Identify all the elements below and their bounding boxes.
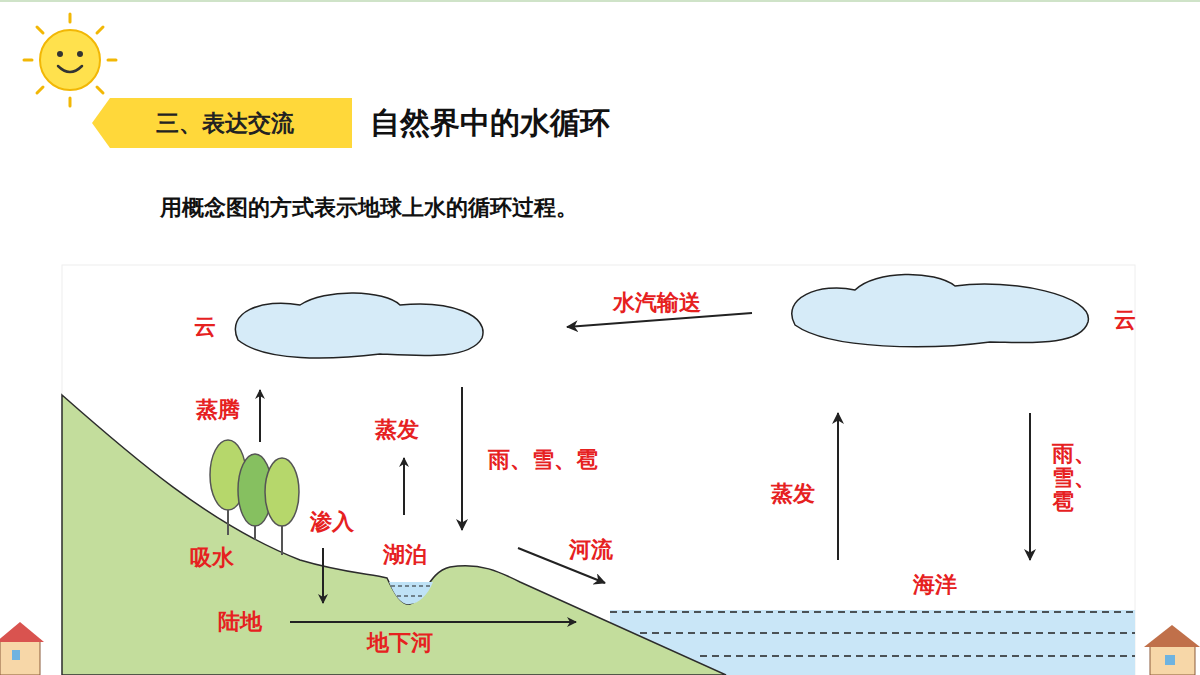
place-label: 陆地 xyxy=(218,607,262,637)
flow-arrow xyxy=(837,413,839,560)
lake-lines xyxy=(391,586,431,596)
ocean-band: 海洋 xyxy=(610,610,1135,675)
node-label: 海洋 xyxy=(913,570,957,600)
process-label: 蒸发 xyxy=(375,415,419,445)
cloud: 云 xyxy=(790,278,1090,348)
lake: 湖泊 xyxy=(380,578,440,606)
flow-arrow xyxy=(567,313,752,327)
node-label: 湖泊 xyxy=(383,540,427,570)
process-label: 渗入 xyxy=(310,507,354,537)
free-arrows xyxy=(260,390,576,622)
top-rule xyxy=(0,0,1200,2)
process-label: 蒸腾 xyxy=(196,395,240,425)
node-label: 云 xyxy=(1114,305,1136,335)
houses xyxy=(0,622,1200,675)
flow-arrow xyxy=(1029,413,1031,560)
flow-label: 蒸发 xyxy=(771,479,815,509)
flow-arrow xyxy=(461,387,463,530)
slide-title: 自然界中的水循环 xyxy=(370,103,610,144)
flow-label: 雨、雪、雹 xyxy=(1052,442,1074,515)
flow-label: 河流 xyxy=(569,535,613,565)
process-label: 吸水 xyxy=(190,543,234,573)
cloud: 云 xyxy=(235,295,487,359)
flow-label: 雨、雪、雹 xyxy=(488,445,598,475)
flow-label: 水汽输送 xyxy=(613,288,701,318)
trees xyxy=(210,440,299,555)
sun xyxy=(24,14,116,106)
clouds xyxy=(235,274,1088,358)
node-label: 云 xyxy=(194,312,216,342)
subtitle: 用概念图的方式表示地球上水的循环过程。 xyxy=(160,193,578,223)
hillside xyxy=(62,395,726,675)
place-label: 地下河 xyxy=(367,628,433,658)
lake-water xyxy=(389,582,433,604)
section-tab xyxy=(92,98,352,148)
diagram-panel xyxy=(62,265,1135,675)
section-tag: 三、表达交流 xyxy=(156,108,294,139)
